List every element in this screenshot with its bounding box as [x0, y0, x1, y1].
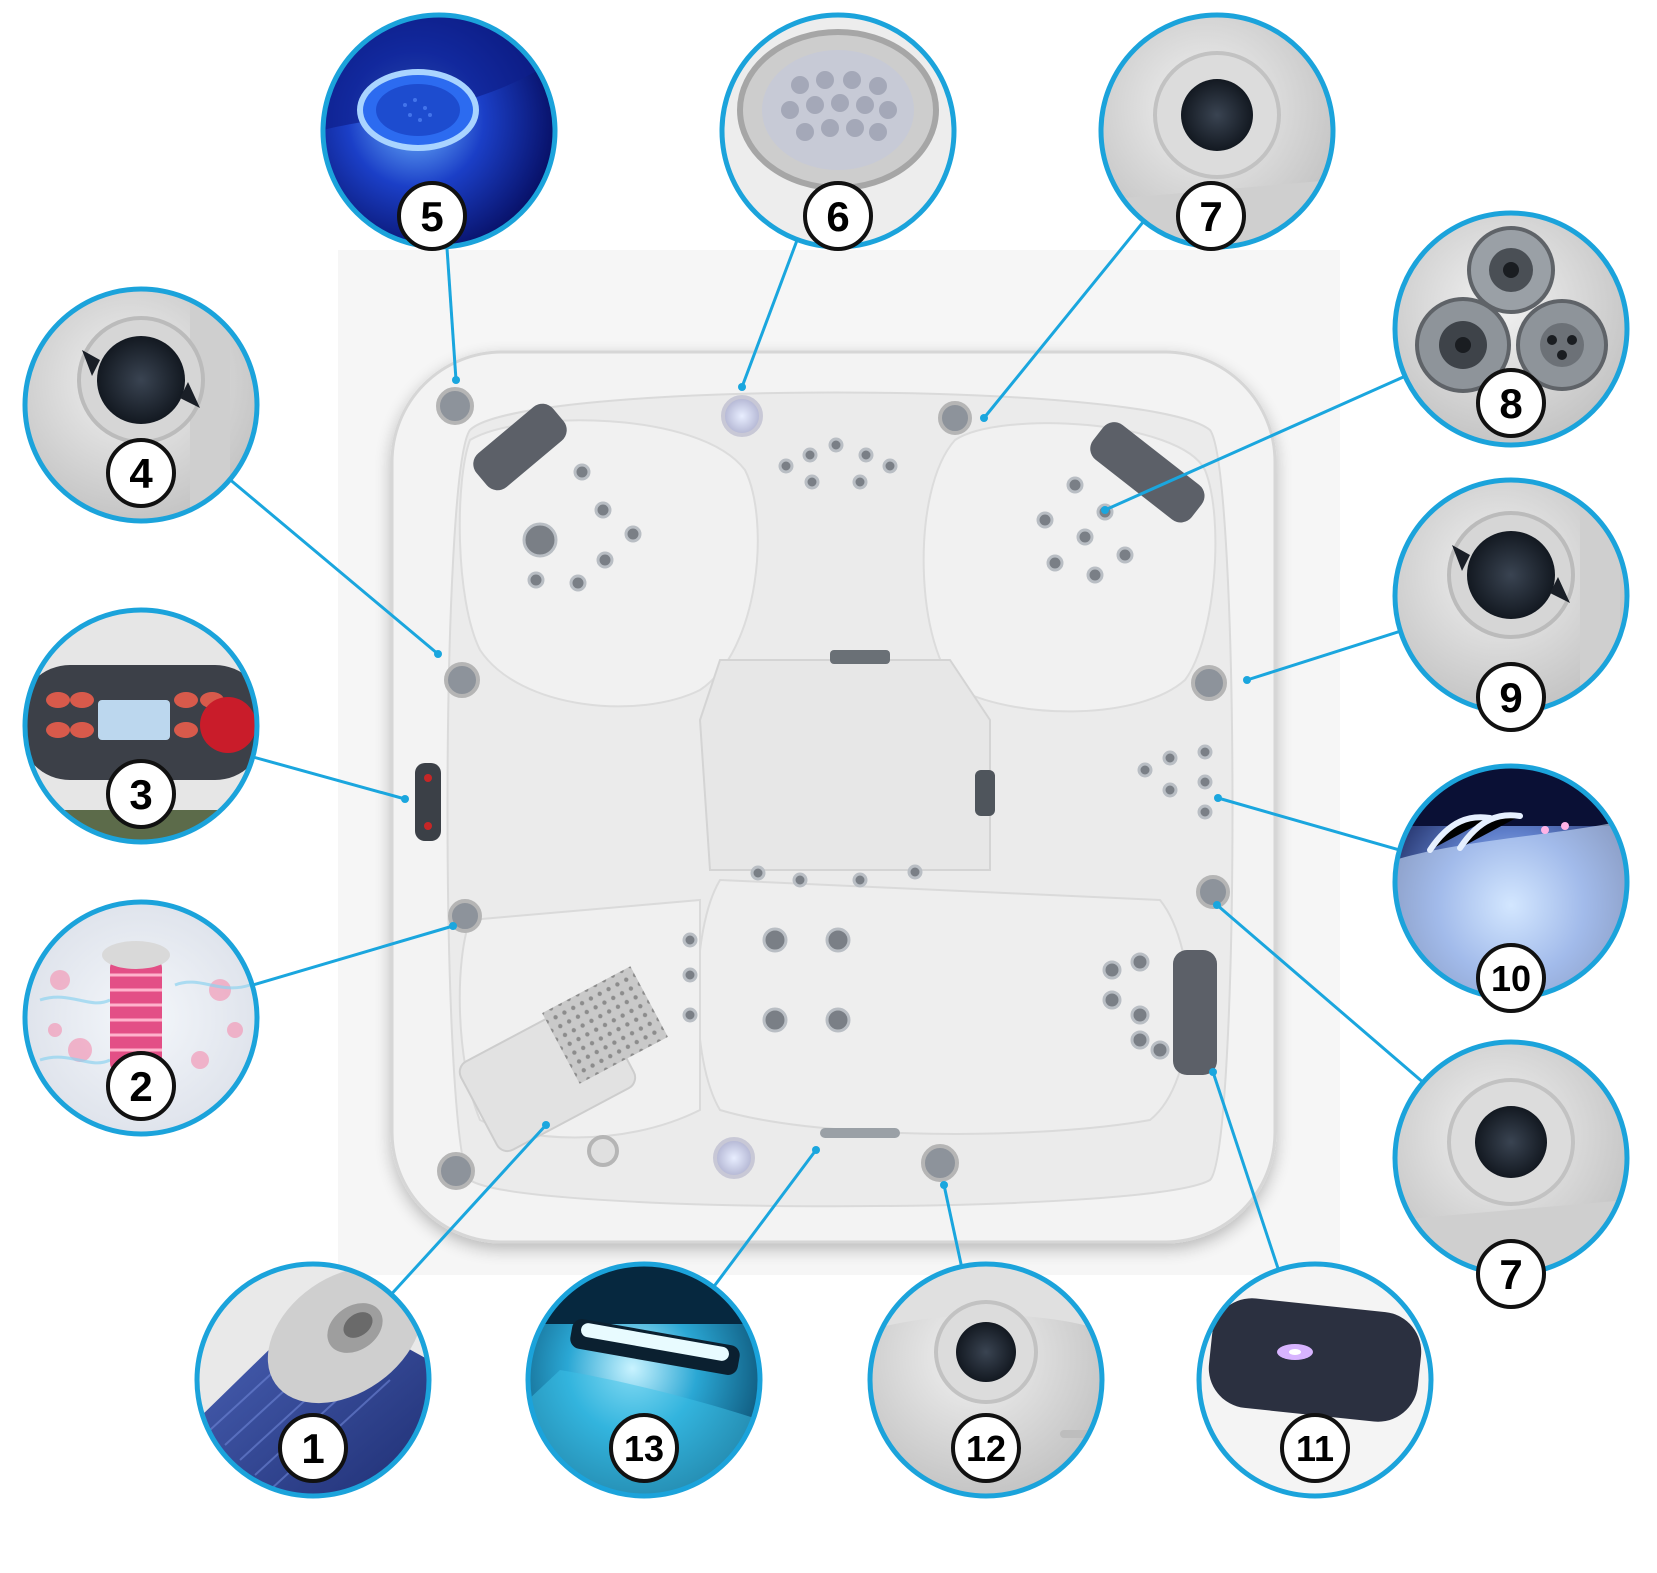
pillow-top-right: [1090, 422, 1205, 523]
badge-11: 11: [1280, 1413, 1350, 1483]
badge-13: 13: [609, 1413, 679, 1483]
waterfall-slot: [820, 1128, 900, 1138]
badge-10: 10: [1476, 943, 1546, 1013]
badge-label: 7: [1199, 193, 1222, 240]
badge-label: 13: [624, 1428, 664, 1469]
badge-7b: 7: [1476, 1239, 1546, 1309]
badge-8: 8: [1476, 368, 1546, 438]
number-badges: 1 2 3 4 5 6 7 8: [106, 181, 1546, 1483]
badge-label: 10: [1491, 958, 1531, 999]
badge-7a: 7: [1176, 181, 1246, 251]
callout-ring: [1196, 1261, 1434, 1499]
callout-control-panel: [22, 607, 260, 845]
light-bottom-rim: [713, 1137, 755, 1179]
callout-ring: [22, 286, 260, 524]
badge-label: 5: [420, 193, 443, 240]
badge-label: 8: [1499, 380, 1522, 427]
badge-9: 9: [1476, 662, 1546, 732]
badge-3: 3: [106, 759, 176, 829]
pillow-right: [1173, 950, 1217, 1075]
badge-2: 2: [106, 1051, 176, 1121]
rim-valves: [436, 387, 1230, 1190]
panel-button: [424, 774, 432, 782]
badge-label: 4: [129, 450, 153, 497]
callout-ring: [194, 1261, 432, 1499]
callout-led-cupholder: [320, 12, 558, 250]
callout-ring: [525, 1261, 763, 1499]
badge-4: 4: [106, 438, 176, 508]
center-jet-slot: [830, 650, 890, 664]
callout-light-top: [719, 12, 957, 250]
callout-diverter-right: [1392, 1039, 1630, 1277]
badge-label: 9: [1499, 674, 1522, 721]
tub-control-panel: [415, 763, 441, 841]
badge-label: 3: [129, 771, 152, 818]
callout-ring: [867, 1261, 1105, 1499]
badge-label: 6: [826, 193, 849, 240]
callout-jets: [1392, 210, 1630, 448]
hot-tub: [390, 350, 1277, 1244]
tub-jets: [522, 437, 1213, 1060]
panel-button: [424, 822, 432, 830]
pillow-top-left: [473, 403, 567, 491]
callout-ring: [22, 899, 260, 1137]
callout-ring: [22, 607, 260, 845]
badge-label: 11: [1296, 1428, 1334, 1469]
filter-skimmer: [458, 966, 668, 1153]
light-top-rim: [721, 395, 763, 437]
badge-label: 1: [301, 1425, 324, 1472]
badge-label: 12: [966, 1428, 1006, 1469]
badge-label: 7: [1499, 1251, 1522, 1298]
side-valve: [975, 770, 995, 816]
leader-endpoints: [401, 376, 1251, 1189]
callout-ring: [1392, 210, 1630, 448]
callout-headrest: [1196, 1261, 1434, 1499]
badge-12: 12: [951, 1413, 1021, 1483]
badge-label: 2: [129, 1063, 152, 1110]
badge-5: 5: [397, 181, 467, 251]
badge-1: 1: [278, 1413, 348, 1483]
callout-diverter-top: [1098, 12, 1336, 250]
footwell: [698, 659, 991, 871]
badge-6: 6: [803, 181, 873, 251]
